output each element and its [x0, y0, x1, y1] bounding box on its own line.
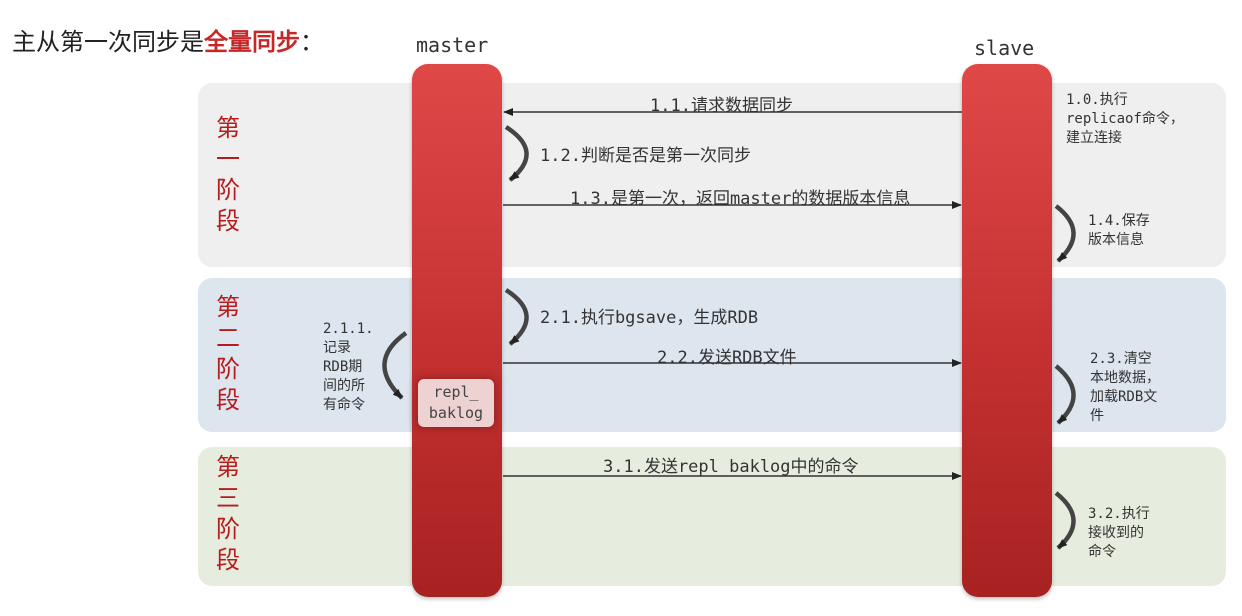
phase-1-band [198, 83, 1226, 267]
phase-2-band [198, 278, 1226, 432]
slave-lifeline [962, 64, 1052, 597]
title-emphasis: 全量同步 [204, 28, 300, 56]
loop-2-3 [1054, 364, 1076, 425]
title-prefix: 主从第一次同步是 [12, 28, 204, 56]
note-2-3: 2.3.清空本地数据，加载RDB文件 [1090, 351, 1160, 424]
note-3-2: 3.2.执行接收到的命令 [1088, 506, 1150, 560]
master-lifeline [412, 64, 502, 597]
loop-2-1 [504, 288, 529, 346]
title-suffix: ： [300, 28, 324, 56]
loop-1-2 [504, 125, 529, 182]
page-title: 主从第一次同步是全量同步： [12, 22, 324, 57]
phase-1-label: 第一阶段 [216, 114, 240, 235]
loop-1-4 [1054, 204, 1076, 263]
phase-3-label: 第三阶段 [216, 453, 240, 574]
phase-2-label: 第二阶段 [216, 293, 240, 414]
msg-1-1: 1.1.请求数据同步 [650, 96, 793, 116]
slave-header: slave [974, 36, 1035, 60]
loop-2-1-1 [382, 331, 408, 400]
loop-3-2 [1054, 491, 1076, 550]
note-1-4: 1.4.保存版本信息 [1088, 213, 1150, 248]
msg-1-2: 1.2.判断是否是第一次同步 [540, 146, 751, 166]
repl-baklog-box: repl_baklog [418, 379, 494, 427]
phase-3-band [198, 447, 1226, 586]
msg-2-1: 2.1.执行bgsave，生成RDB [540, 308, 759, 328]
msg-1-3: 1.3.是第一次，返回master的数据版本信息 [570, 189, 911, 209]
master-header: master [416, 33, 489, 57]
msg-2-2: 2.2.发送RDB文件 [657, 348, 797, 368]
msg-3-1: 3.1.发送repl_baklog中的命令 [603, 457, 859, 477]
